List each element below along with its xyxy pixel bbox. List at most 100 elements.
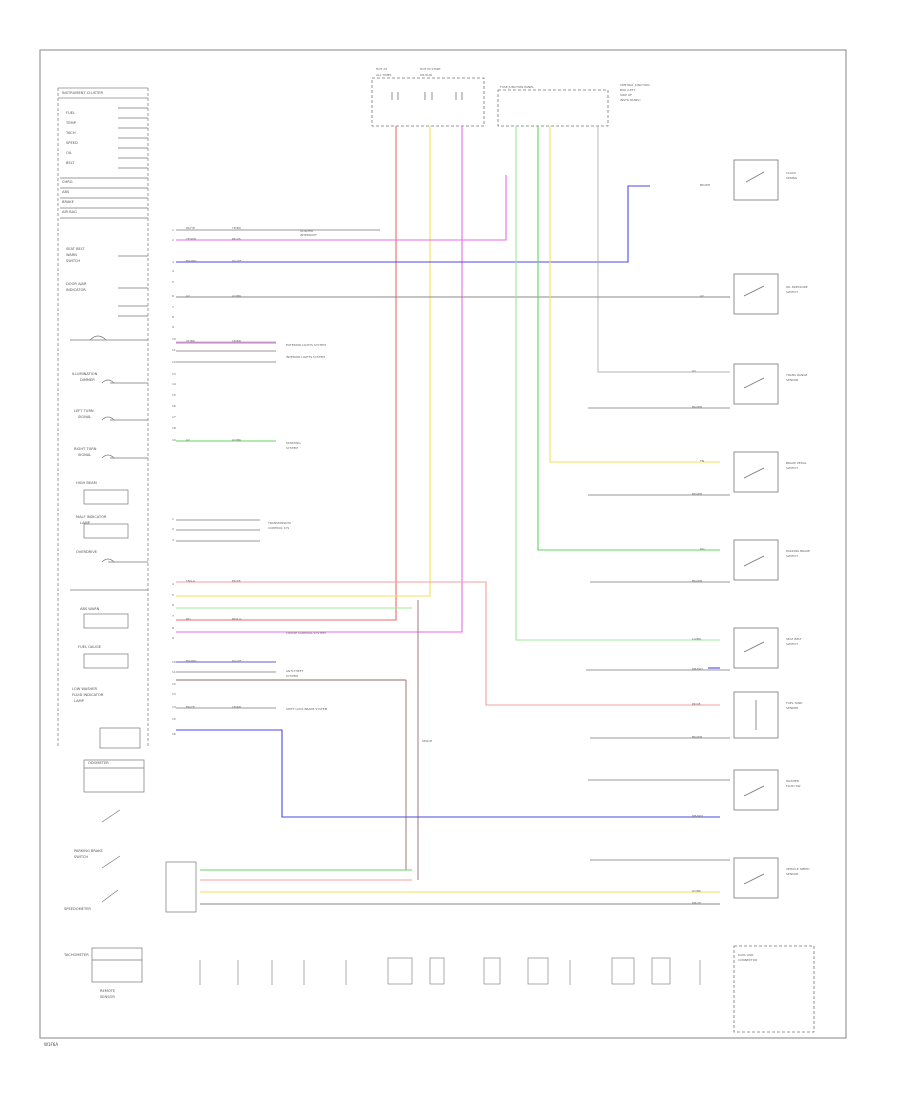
svg-text:ABS: ABS — [62, 190, 70, 194]
wire-pink-fuel — [176, 581, 720, 706]
svg-text:OR RUN: OR RUN — [420, 73, 432, 77]
svg-text:RD/LG: RD/LG — [232, 617, 242, 621]
svg-text:SWITCH: SWITCH — [786, 642, 798, 646]
wire-gray-2 — [597, 126, 730, 373]
svg-text:PARKING BRAKE: PARKING BRAKE — [786, 549, 810, 553]
svg-text:DATA LINK: DATA LINK — [738, 953, 754, 957]
svg-text:DG: DG — [700, 547, 705, 551]
svg-text:12: 12 — [172, 360, 176, 364]
svg-text:SPEED: SPEED — [66, 141, 78, 145]
svg-text:9: 9 — [172, 636, 174, 640]
svg-text:SENSOR: SENSOR — [100, 995, 115, 999]
svg-text:BU/WH: BU/WH — [186, 659, 197, 663]
svg-text:9: 9 — [172, 325, 174, 329]
svg-text:LAMP: LAMP — [80, 521, 91, 525]
svg-text:LAMP: LAMP — [74, 699, 85, 703]
svg-text:2: 2 — [172, 527, 174, 531]
svg-text:VT/BK: VT/BK — [186, 339, 196, 343]
svg-text:BU/WH: BU/WH — [186, 259, 197, 263]
svg-text:ILLUMINATION: ILLUMINATION — [72, 372, 98, 376]
svg-text:DB/YE: DB/YE — [692, 901, 701, 905]
svg-text:FLUID SW: FLUID SW — [786, 784, 800, 788]
svg-text:BRAKE PEDAL: BRAKE PEDAL — [786, 461, 807, 465]
svg-text:4: 4 — [172, 582, 174, 586]
svg-text:CRUISE CONTROL SYSTEM: CRUISE CONTROL SYSTEM — [286, 631, 326, 635]
svg-text:16: 16 — [172, 732, 176, 736]
svg-text:11: 11 — [172, 670, 176, 674]
svg-text:FUSE JUNCTION PANEL: FUSE JUNCTION PANEL — [500, 85, 534, 89]
svg-text:SENSOR: SENSOR — [786, 378, 798, 382]
svg-text:DB/WH: DB/WH — [692, 814, 703, 818]
svg-text:RIGHT TURN: RIGHT TURN — [74, 447, 97, 451]
svg-text:BELT: BELT — [66, 161, 75, 165]
svg-text:DB/WH: DB/WH — [692, 667, 703, 671]
svg-text:SWITCH: SWITCH — [786, 290, 798, 294]
wires — [176, 126, 730, 905]
svg-text:8: 8 — [172, 315, 174, 319]
wire-yellow-ignition — [176, 126, 431, 597]
svg-text:TACH: TACH — [65, 131, 76, 135]
svg-text:LG/BK: LG/BK — [692, 637, 702, 641]
svg-text:SEAT BELT: SEAT BELT — [786, 637, 802, 641]
svg-text:GY/BK: GY/BK — [232, 438, 242, 442]
svg-text:LOW WASHER: LOW WASHER — [72, 687, 97, 691]
svg-text:SPEEDOMETER: SPEEDOMETER — [64, 907, 91, 911]
svg-text:SWITCH: SWITCH — [74, 855, 88, 859]
wire-blue-clock — [176, 185, 650, 263]
svg-text:1: 1 — [172, 517, 174, 521]
svg-text:INSTRUMENT CLUSTER: INSTRUMENT CLUSTER — [62, 91, 103, 95]
svg-text:BK/WH: BK/WH — [700, 183, 710, 187]
svg-text:BOX (LEFT: BOX (LEFT — [620, 88, 636, 92]
svg-text:OIL PRESSURE: OIL PRESSURE — [786, 285, 808, 289]
svg-text:DIMMER: DIMMER — [80, 378, 95, 382]
svg-text:RD: RD — [186, 617, 191, 621]
wire-magenta-top — [176, 175, 507, 241]
svg-text:SWITCH: SWITCH — [786, 554, 798, 558]
svg-text:CLOCK: CLOCK — [786, 171, 797, 175]
svg-text:HOT IN START: HOT IN START — [420, 67, 441, 71]
svg-text:INTERRUPT: INTERRUPT — [300, 233, 317, 237]
svg-text:11: 11 — [172, 348, 176, 352]
svg-text:5: 5 — [172, 280, 174, 284]
svg-text:EXTERIOR LIGHTS SYSTEM: EXTERIOR LIGHTS SYSTEM — [286, 343, 326, 347]
svg-text:15: 15 — [172, 393, 176, 397]
svg-text:GY: GY — [186, 438, 190, 442]
svg-text:PK/LB: PK/LB — [692, 702, 701, 706]
svg-text:6: 6 — [172, 294, 174, 298]
diagram-frame — [39, 49, 847, 1039]
svg-text:GY: GY — [700, 294, 704, 298]
svg-text:SYSTEM: SYSTEM — [286, 674, 298, 678]
svg-text:LB/RD: LB/RD — [232, 339, 242, 343]
svg-text:2: 2 — [172, 238, 174, 242]
wire-brown — [176, 679, 407, 870]
svg-text:SYSTEM: SYSTEM — [286, 446, 298, 450]
seat-belt-switch — [733, 627, 779, 669]
svg-text:PARKING BRAKE: PARKING BRAKE — [74, 849, 104, 853]
svg-text:GY: GY — [692, 369, 696, 373]
wire-green-2 — [537, 126, 720, 551]
svg-text:15: 15 — [172, 717, 176, 721]
svg-text:OVERDRIVE: OVERDRIVE — [76, 550, 98, 554]
svg-text:PK/LB: PK/LB — [232, 579, 241, 583]
svg-text:YE/WH: YE/WH — [186, 237, 196, 241]
svg-text:SIDE OF: SIDE OF — [620, 93, 632, 97]
svg-text:LB/RD: LB/RD — [232, 705, 242, 709]
svg-text:BK/YE: BK/YE — [186, 705, 195, 709]
oil-pressure-switch — [733, 273, 779, 315]
brake-pedal-switch — [733, 451, 779, 493]
fuel-tank-sender — [733, 691, 779, 739]
svg-text:DG/YE: DG/YE — [232, 659, 241, 663]
svg-text:GY/BK: GY/BK — [692, 889, 702, 893]
clock-switch — [733, 159, 779, 201]
svg-text:VEHICLE SPEED: VEHICLE SPEED — [786, 867, 810, 871]
svg-text:BK/WH: BK/WH — [692, 579, 702, 583]
svg-text:SPLICE: SPLICE — [422, 739, 432, 743]
wire-green-1 — [515, 126, 720, 641]
svg-text:CONNECTOR: CONNECTOR — [738, 958, 757, 962]
svg-text:13: 13 — [172, 372, 176, 376]
data-link-box — [733, 945, 815, 1033]
svg-text:BK/WH: BK/WH — [692, 735, 702, 739]
